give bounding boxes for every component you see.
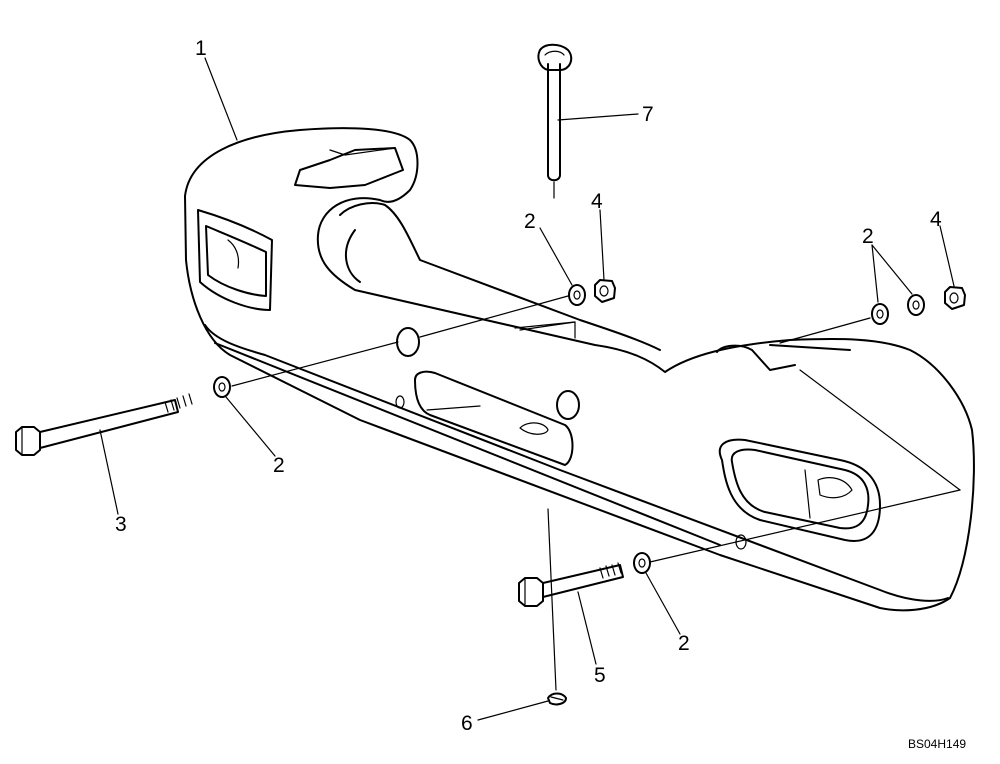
callout-7: 7: [642, 103, 654, 126]
drawing-code: BS04H149: [908, 737, 966, 751]
pin: [537, 43, 573, 199]
callout-6: 6: [461, 712, 473, 735]
callout-2-left-washer: 2: [273, 454, 285, 477]
counterweight: [184, 127, 975, 612]
callout-2-right-washers: 2: [862, 225, 874, 248]
callout-4-upper-nut: 4: [591, 190, 603, 213]
callout-2-upper-washer: 2: [524, 210, 536, 233]
assembly-lines: [231, 295, 961, 691]
callout-labels: 1 7 2 4 2 4 2 3 2 5 6: [115, 37, 942, 735]
callout-5: 5: [594, 664, 606, 687]
callout-3: 3: [115, 513, 127, 536]
bolt-long: [15, 393, 193, 456]
bolt-short: [518, 562, 624, 607]
callout-4-right-nut: 4: [930, 208, 942, 231]
callout-2-lower-washer: 2: [678, 632, 690, 655]
leader-lines: [99, 57, 955, 721]
callout-1: 1: [195, 37, 207, 60]
clip: [547, 692, 567, 706]
washers-and-nuts: [213, 279, 966, 574]
